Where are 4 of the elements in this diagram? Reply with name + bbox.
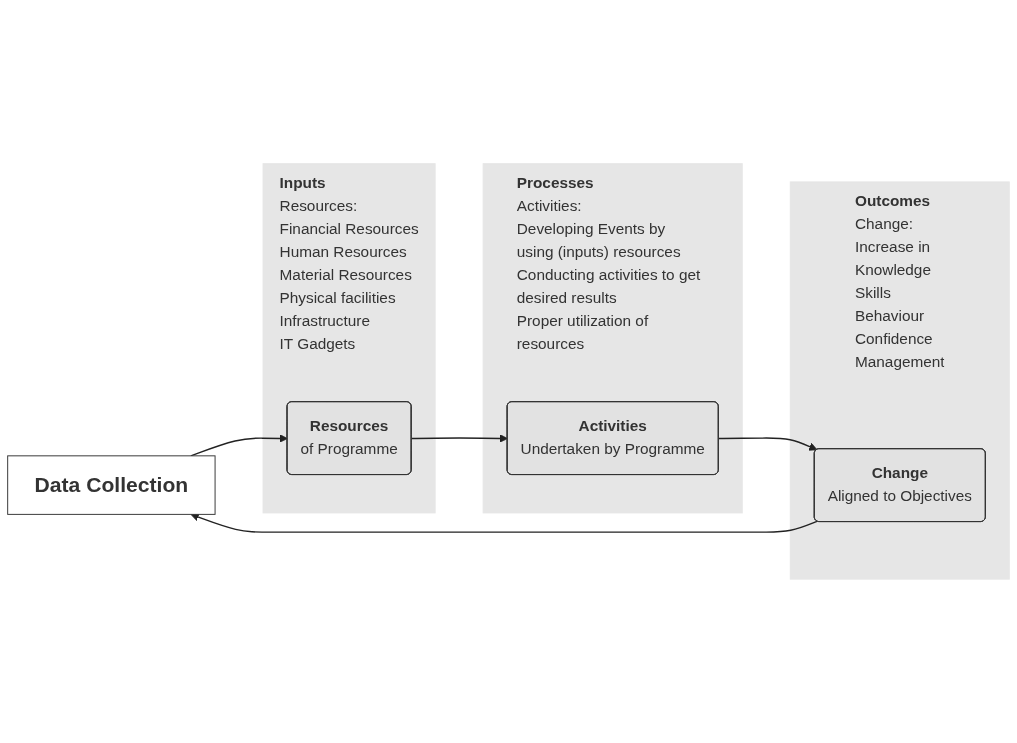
arrow <box>718 437 818 451</box>
arrow <box>410 434 508 443</box>
arrow <box>190 513 818 533</box>
node-box: Data Collection <box>7 455 216 515</box>
